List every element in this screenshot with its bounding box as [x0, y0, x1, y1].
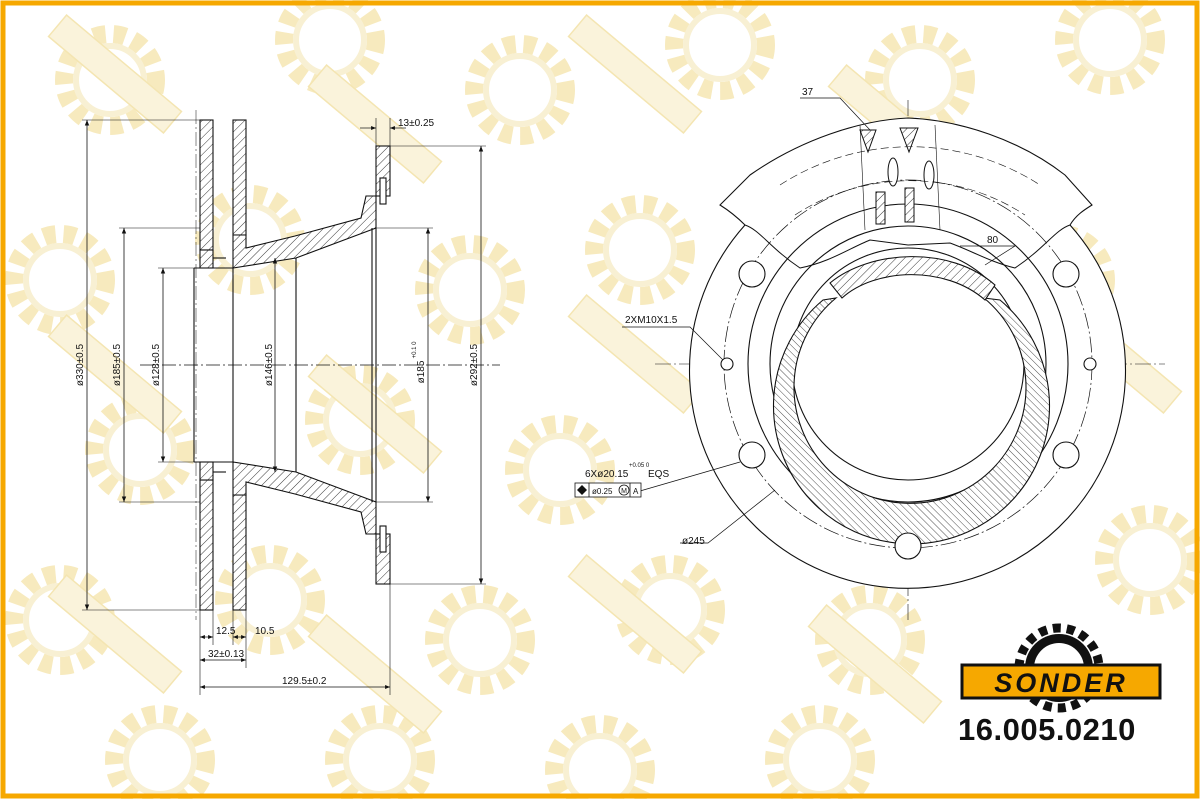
dim-disc-thickness: 32±0.13	[208, 649, 245, 660]
part-number: 16.005.0210	[958, 712, 1136, 747]
section-labels: ø330±0.5 ø185±0.5 ø128±0.5 ø146±0.5 ø185…	[75, 118, 480, 687]
dim-bolt-circle: ø245	[682, 536, 705, 547]
dim-inner-plate: 12.5	[216, 626, 236, 637]
dim-outer-ring-diameter: ø292±0.5	[469, 343, 480, 386]
dim-hat-flange-thickness: 13±0.25	[398, 118, 435, 129]
position-symbol-icon	[577, 485, 587, 495]
dim-bore-diameter: ø128±0.5	[151, 343, 162, 386]
dim-ring-width: 80	[987, 235, 999, 246]
dim-outer-plate: 10.5	[255, 626, 275, 637]
dim-bolt-holes-spacing: EQS	[648, 469, 669, 480]
dim-vane-count: 37	[802, 87, 814, 98]
position-tolerance: ø0.25	[592, 487, 613, 496]
dim-hat-diameter: ø146±0.5	[264, 343, 275, 386]
dim-overall-height: 129.5±0.2	[282, 676, 327, 687]
section-view	[82, 110, 500, 695]
feature-control-frame: ø0.25 M A	[574, 482, 642, 498]
dim-bolt-holes: 6Xø20.15	[585, 469, 629, 480]
modifier-circle-icon	[618, 484, 630, 496]
dim-bolt-holes-tolerance: +0.05 0	[629, 463, 650, 469]
dim-flange-diameter: ø185±0.5	[112, 343, 123, 386]
front-view	[622, 97, 1165, 620]
dim-pilot-tolerance: +0.1 0	[412, 341, 418, 359]
datum-letter: A	[633, 487, 639, 496]
front-labels: 37 80 2XM10X1.5 6Xø20.15 +0.05 0 EQS ø24…	[585, 87, 999, 547]
dim-pilot-diameter: ø185	[416, 360, 427, 383]
modifier-letter: M	[621, 488, 627, 495]
dim-threaded-holes: 2XM10X1.5	[625, 315, 678, 326]
sonder-logo: SONDER	[960, 623, 1162, 713]
logo-text: SONDER	[994, 668, 1128, 698]
dim-outer-diameter: ø330±0.5	[75, 343, 86, 386]
